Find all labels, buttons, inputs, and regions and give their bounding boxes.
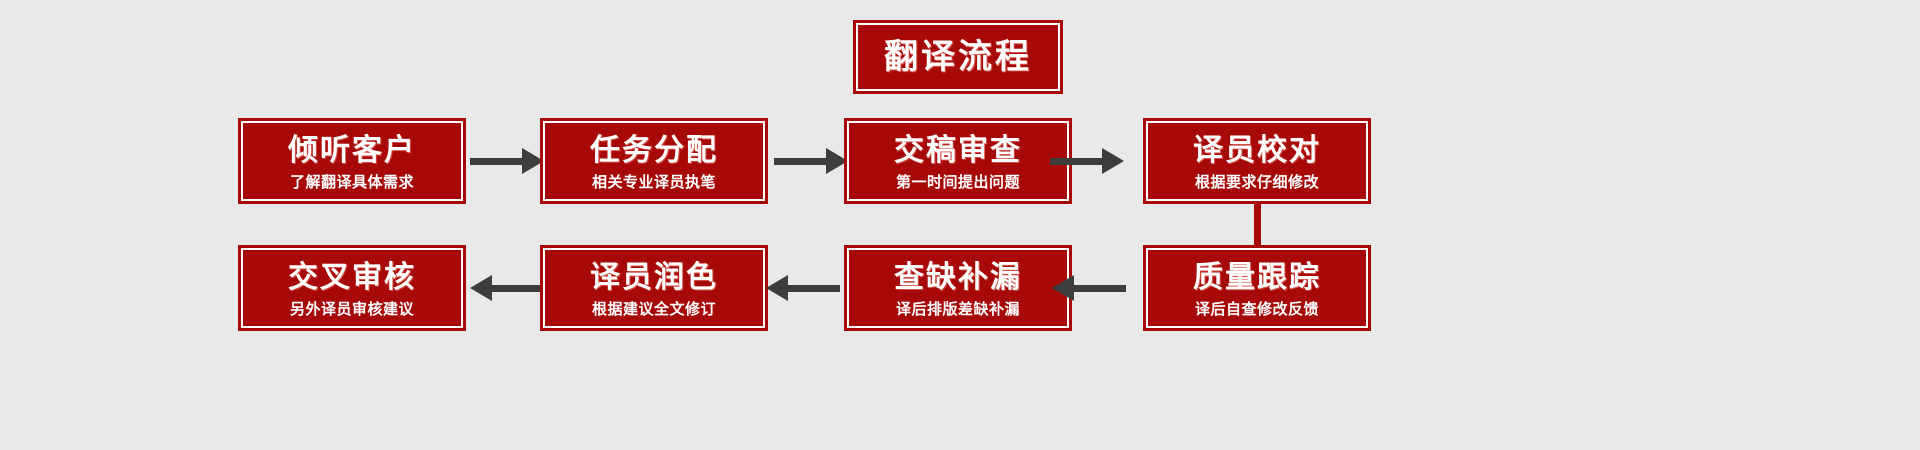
node-title: 交叉审核 xyxy=(288,259,416,295)
arrow-shaft xyxy=(1050,157,1102,165)
node-title: 交稿审查 xyxy=(894,132,1022,168)
node-title: 译员润色 xyxy=(590,259,718,295)
arrow-head xyxy=(826,148,848,174)
process-node-submission-review[interactable]: 交稿审查 第一时间提出问题 xyxy=(844,118,1072,204)
arrow-left-icon xyxy=(766,275,840,301)
arrow-shaft xyxy=(1074,284,1126,292)
arrow-head xyxy=(1052,275,1074,301)
arrow-left-icon xyxy=(1052,275,1126,301)
arrow-shaft xyxy=(492,284,544,292)
node-title: 查缺补漏 xyxy=(894,259,1022,295)
node-subtitle: 了解翻译具体需求 xyxy=(289,172,414,191)
node-subtitle: 译后自查修改反馈 xyxy=(1194,299,1319,318)
node-subtitle: 相关专业译员执笔 xyxy=(591,172,716,191)
arrow-right-icon xyxy=(774,148,848,174)
process-node-task-assignment[interactable]: 任务分配 相关专业译员执笔 xyxy=(540,118,768,204)
process-node-cross-review[interactable]: 交叉审核 另外译员审核建议 xyxy=(238,245,466,331)
arrow-shaft xyxy=(788,284,840,292)
diagram-title-text: 翻译流程 xyxy=(884,37,1032,77)
arrow-head xyxy=(1102,148,1124,174)
process-node-listen-to-client[interactable]: 倾听客户 了解翻译具体需求 xyxy=(238,118,466,204)
arrow-shaft xyxy=(470,157,522,165)
process-node-translator-proofread[interactable]: 译员校对 根据要求仔细修改 xyxy=(1143,118,1371,204)
node-subtitle: 另外译员审核建议 xyxy=(289,299,414,318)
node-title: 倾听客户 xyxy=(288,132,416,168)
diagram-title-box: 翻译流程 xyxy=(853,20,1063,94)
arrow-head xyxy=(470,275,492,301)
process-node-gap-check[interactable]: 查缺补漏 译后排版差缺补漏 xyxy=(844,245,1072,331)
arrow-right-icon xyxy=(1050,148,1124,174)
node-subtitle: 根据建议全文修订 xyxy=(591,299,716,318)
process-node-translator-polish[interactable]: 译员润色 根据建议全文修订 xyxy=(540,245,768,331)
node-subtitle: 第一时间提出问题 xyxy=(895,172,1020,191)
node-subtitle: 译后排版差缺补漏 xyxy=(895,299,1020,318)
node-subtitle: 根据要求仔细修改 xyxy=(1194,172,1319,191)
node-title: 任务分配 xyxy=(590,132,718,168)
vertical-connector xyxy=(1254,204,1261,245)
node-title: 质量跟踪 xyxy=(1193,259,1321,295)
process-node-quality-tracking[interactable]: 质量跟踪 译后自查修改反馈 xyxy=(1143,245,1371,331)
arrow-left-icon xyxy=(470,275,544,301)
arrow-head xyxy=(522,148,544,174)
arrow-shaft xyxy=(774,157,826,165)
arrow-head xyxy=(766,275,788,301)
node-title: 译员校对 xyxy=(1193,132,1321,168)
arrow-right-icon xyxy=(470,148,544,174)
